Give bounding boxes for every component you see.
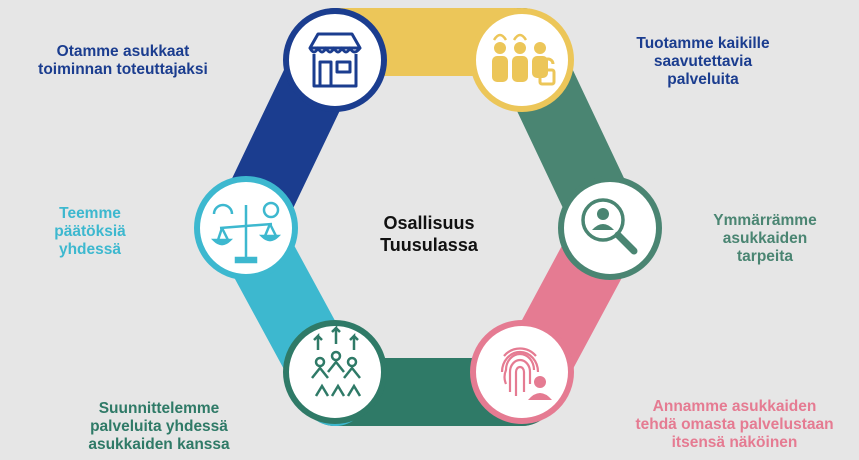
label-bottom-right: Annamme asukkaiden tehdä omasta palvelus… bbox=[635, 398, 834, 451]
label-left: Teemme päätöksiä yhdessä bbox=[54, 205, 126, 258]
node-left bbox=[194, 176, 298, 280]
node-top bbox=[470, 8, 574, 112]
community-growth-icon bbox=[311, 324, 362, 397]
label-bottom: Suunnittelemme palveluita yhdessä asukka… bbox=[88, 400, 230, 453]
node-bottom-right bbox=[470, 320, 574, 424]
label-top: Tuotamme kaikille saavutettavia palvelui… bbox=[636, 35, 770, 88]
label-top-left: Otamme asukkaat toiminnan toteuttajaksi bbox=[38, 43, 208, 78]
node-top-left bbox=[283, 8, 387, 112]
fingerprint-person-icon bbox=[500, 347, 552, 400]
magnifier-person-icon bbox=[581, 198, 638, 255]
node-bottom bbox=[283, 320, 387, 424]
center-title: Osallisuus Tuusulassa bbox=[380, 213, 478, 255]
storefront-icon bbox=[308, 32, 362, 88]
label-right: Ymmärrämme asukkaiden tarpeita bbox=[713, 212, 817, 265]
node-right bbox=[558, 176, 662, 280]
balance-decision-icon bbox=[210, 201, 282, 264]
people-accessibility-icon bbox=[492, 33, 556, 86]
